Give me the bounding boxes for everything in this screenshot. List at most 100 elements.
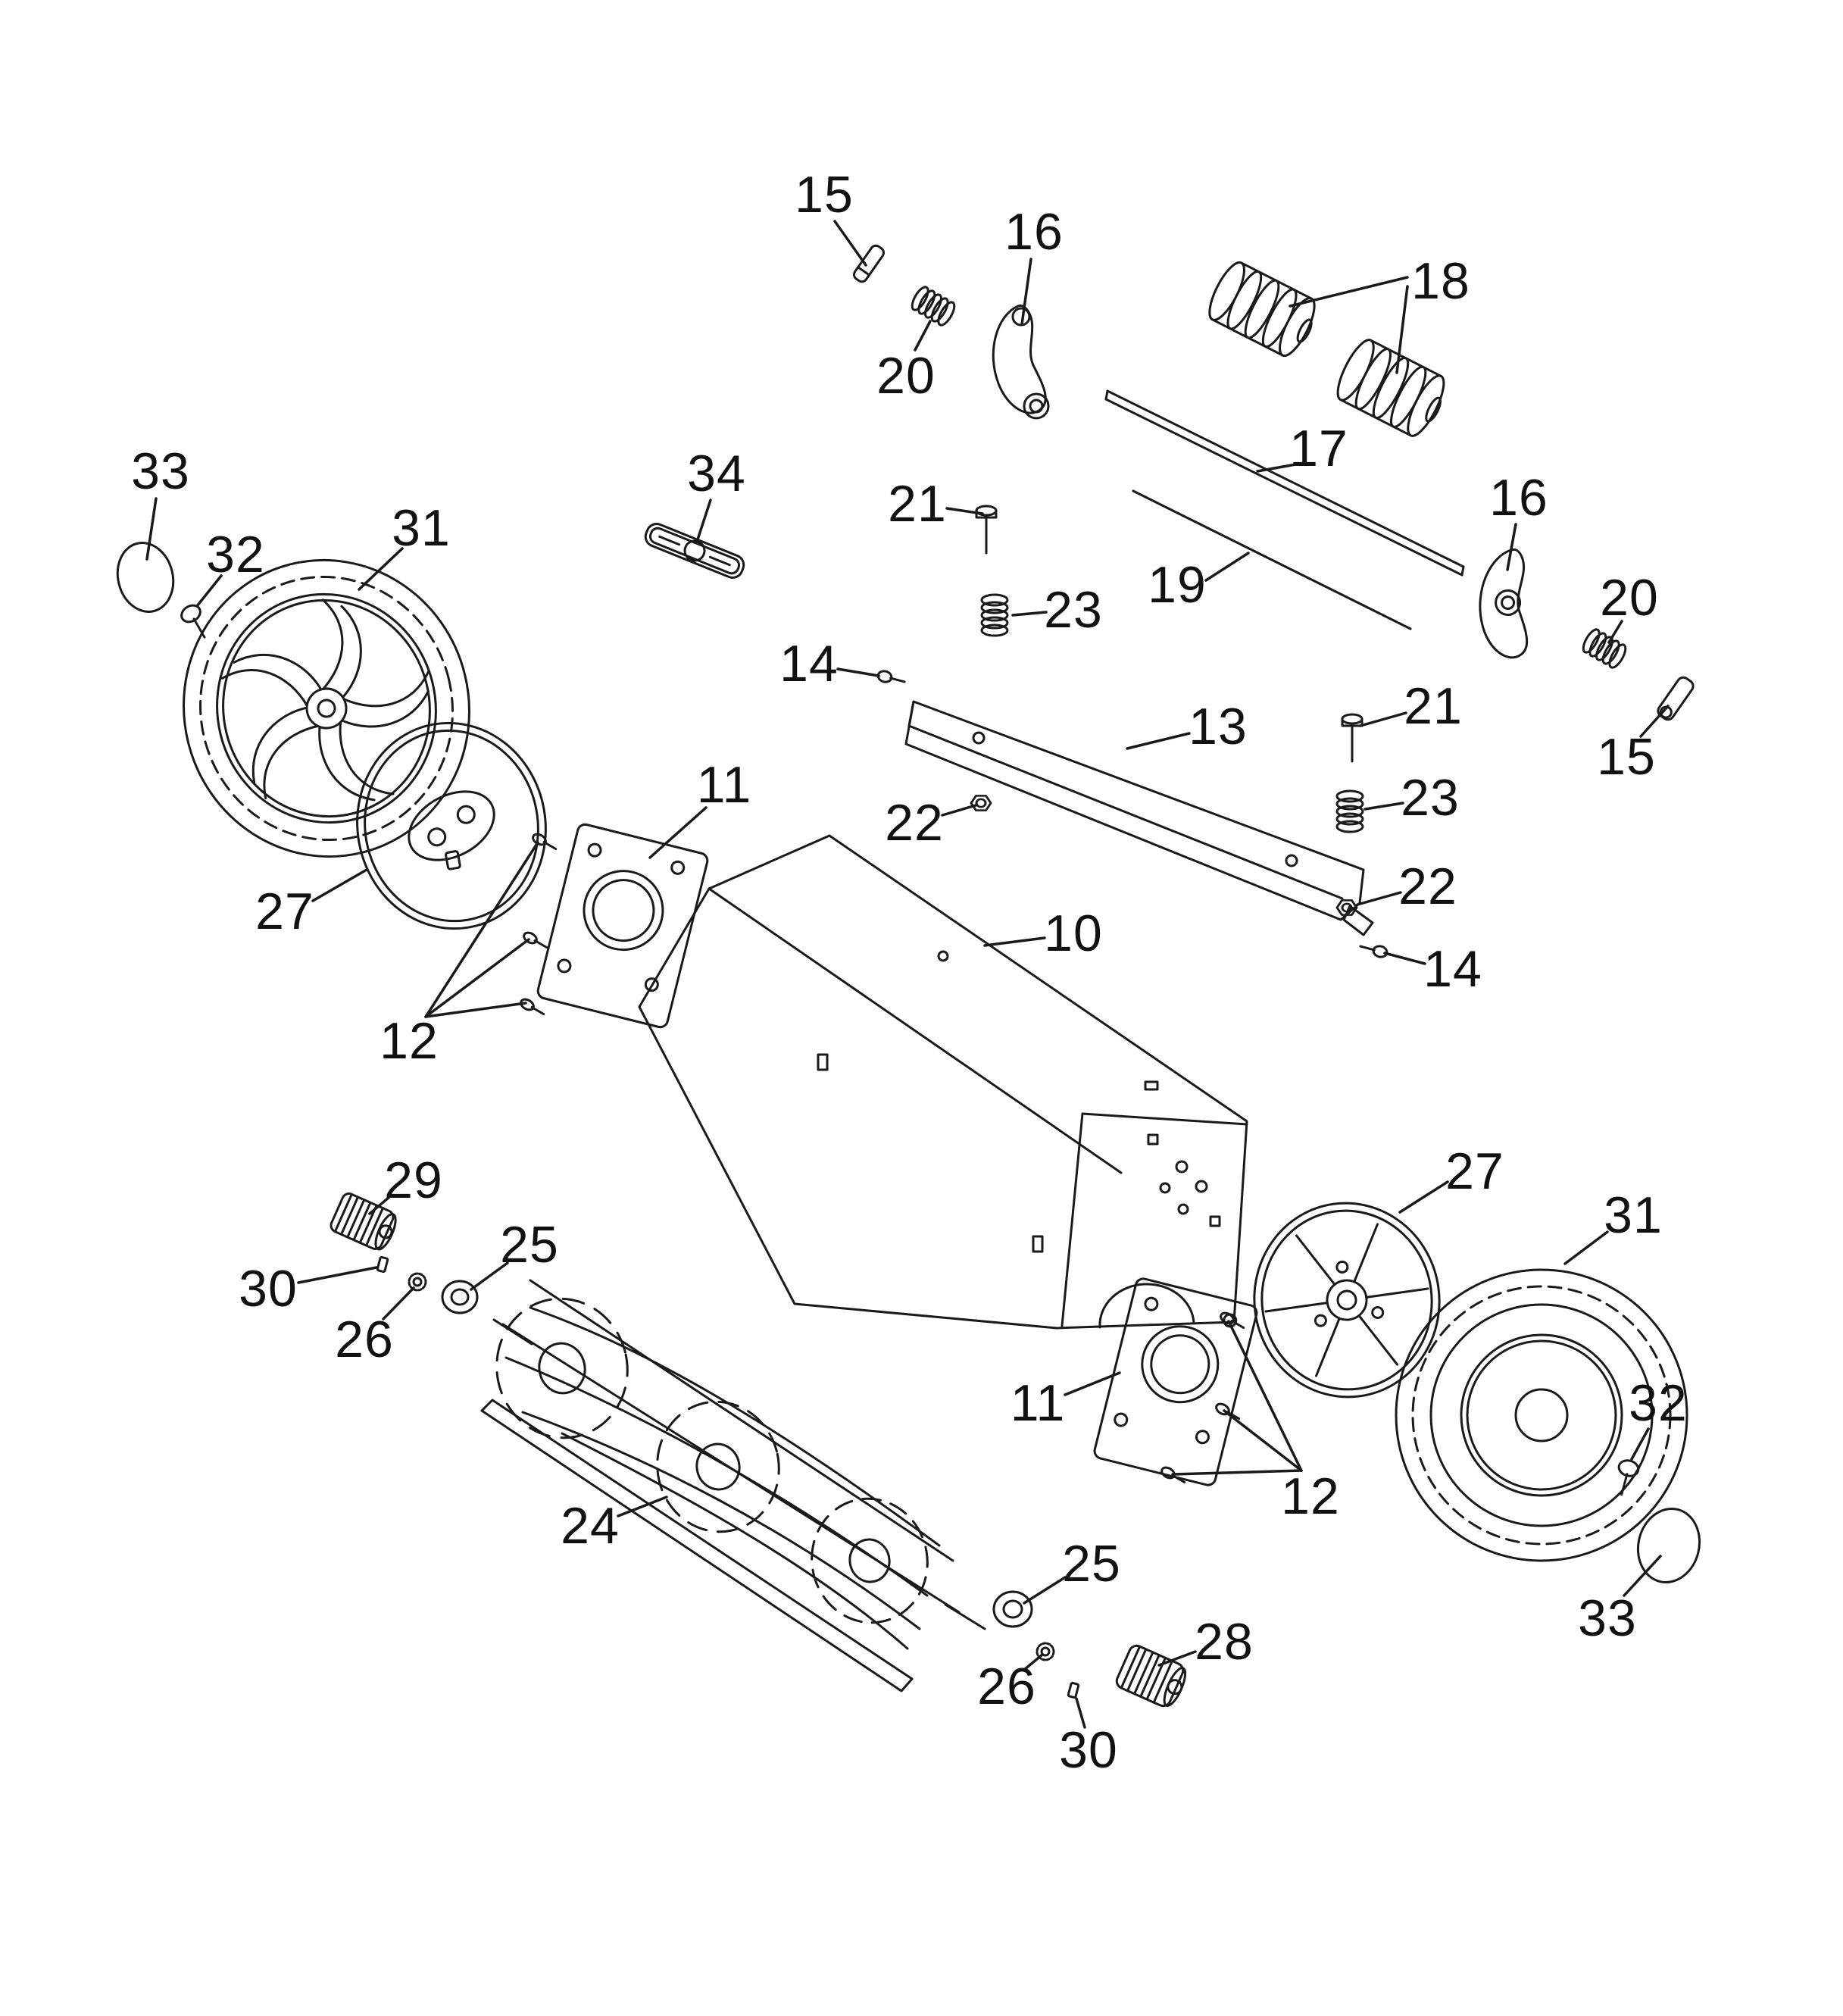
- leader-line-11: [648, 806, 708, 859]
- name-plate: [644, 523, 745, 579]
- callout-15: 15: [1597, 728, 1656, 786]
- callout-21: 21: [1404, 677, 1463, 735]
- screw-12: [1160, 1466, 1186, 1483]
- leader-line-14: [1383, 952, 1426, 965]
- roller-b: [1336, 339, 1445, 437]
- star-washer-right: [1036, 1642, 1055, 1661]
- callout-30: 30: [239, 1260, 298, 1317]
- leader-line-18: [1289, 276, 1409, 308]
- threaded-rod: [1132, 489, 1412, 630]
- right-wheel: [1395, 1268, 1688, 1562]
- callout-31: 31: [1604, 1186, 1663, 1244]
- leader-line-24: [617, 1496, 668, 1517]
- callout-20: 20: [876, 347, 936, 405]
- nut-left: [970, 795, 992, 811]
- callout-33: 33: [1578, 1589, 1637, 1647]
- callout-18: 18: [1411, 252, 1470, 310]
- bearing-plate-right: [1093, 1277, 1258, 1486]
- cutting-reel: [480, 1279, 986, 1693]
- callout-30: 30: [1059, 1721, 1118, 1779]
- pinion-gear-left: [330, 1192, 397, 1251]
- callout-13: 13: [1189, 698, 1248, 755]
- callout-32: 32: [206, 526, 265, 583]
- leader-line-20: [914, 320, 932, 352]
- callout-25: 25: [1062, 1535, 1121, 1592]
- callout-22: 22: [1398, 858, 1457, 915]
- screw-left: [180, 604, 206, 639]
- leader-line-27: [311, 868, 368, 902]
- leader-line-19: [1204, 552, 1250, 582]
- leader-line-11: [1064, 1371, 1121, 1396]
- callout-23: 23: [1044, 581, 1103, 639]
- roller-a: [1208, 261, 1316, 358]
- leader-line-23: [1011, 611, 1048, 617]
- leader-line-15: [1639, 705, 1670, 738]
- housing: [638, 834, 1248, 1330]
- bolt-right: [1341, 713, 1364, 763]
- callout-27: 27: [1445, 1142, 1504, 1200]
- leader-line-30: [297, 1266, 378, 1284]
- callout-26: 26: [335, 1311, 394, 1368]
- spring-upper: [980, 593, 1009, 637]
- callout-29: 29: [384, 1152, 443, 1209]
- callout-12: 12: [1281, 1467, 1340, 1525]
- leader-line-17: [1256, 462, 1301, 473]
- leader-line-31: [358, 547, 404, 591]
- callout-32: 32: [1629, 1374, 1688, 1432]
- callout-11: 11: [1010, 1374, 1066, 1432]
- screw-12: [523, 931, 548, 949]
- leader-line-33: [1623, 1555, 1662, 1597]
- callout-19: 19: [1148, 556, 1207, 614]
- callout-31: 31: [392, 499, 451, 557]
- leader-line-10: [983, 936, 1046, 947]
- leader-line-25: [1023, 1576, 1067, 1605]
- callout-34: 34: [687, 445, 746, 502]
- pivot-bracket-left: [992, 304, 1050, 420]
- callout-23: 23: [1401, 769, 1460, 827]
- callout-33: 33: [131, 442, 190, 500]
- leader-line-12: [1223, 1409, 1303, 1472]
- callout-24: 24: [561, 1497, 620, 1555]
- leader-line-12: [424, 938, 530, 1018]
- leader-line-16: [1506, 523, 1517, 571]
- callout-28: 28: [1195, 1613, 1254, 1671]
- callout-22: 22: [885, 794, 944, 852]
- leader-line-14: [836, 667, 880, 677]
- leader-line-28: [1157, 1650, 1197, 1667]
- socket-bolt-right: [1657, 676, 1695, 721]
- leader-line-25: [470, 1261, 509, 1291]
- bearing-plate-left: [536, 823, 709, 1029]
- callout-25: 25: [500, 1216, 559, 1274]
- left-hubcap: [356, 721, 547, 930]
- spring-top-left: [911, 286, 956, 327]
- leader-line-13: [1126, 732, 1191, 750]
- callout-26: 26: [977, 1658, 1036, 1715]
- right-wheel-inner: [1253, 1202, 1441, 1399]
- leader-line-15: [833, 220, 867, 267]
- callout-17: 17: [1289, 420, 1348, 477]
- leader-line-33: [145, 497, 158, 561]
- washer-right: [992, 1590, 1033, 1628]
- leader-line-27: [1398, 1180, 1449, 1214]
- pivot-bracket-right: [1479, 548, 1529, 659]
- leader-line-12: [424, 841, 539, 1018]
- callout-10: 10: [1044, 905, 1103, 962]
- leader-line-34: [696, 499, 712, 541]
- callout-16: 16: [1004, 203, 1064, 261]
- callout-11: 11: [696, 756, 752, 814]
- star-washer-left: [408, 1272, 427, 1292]
- leader-line-29: [368, 1196, 391, 1215]
- callout-14: 14: [779, 635, 839, 692]
- pin-left: [376, 1255, 389, 1274]
- leader-line-26: [382, 1286, 415, 1321]
- washer-left: [441, 1280, 479, 1314]
- callout-21: 21: [888, 475, 947, 533]
- leader-line-22: [941, 804, 977, 817]
- leader-line-23: [1364, 802, 1404, 811]
- callout-12: 12: [380, 1012, 439, 1070]
- leader-line-22: [1356, 891, 1402, 906]
- leader-line-21: [1359, 711, 1407, 727]
- spring-23-right: [1335, 789, 1364, 833]
